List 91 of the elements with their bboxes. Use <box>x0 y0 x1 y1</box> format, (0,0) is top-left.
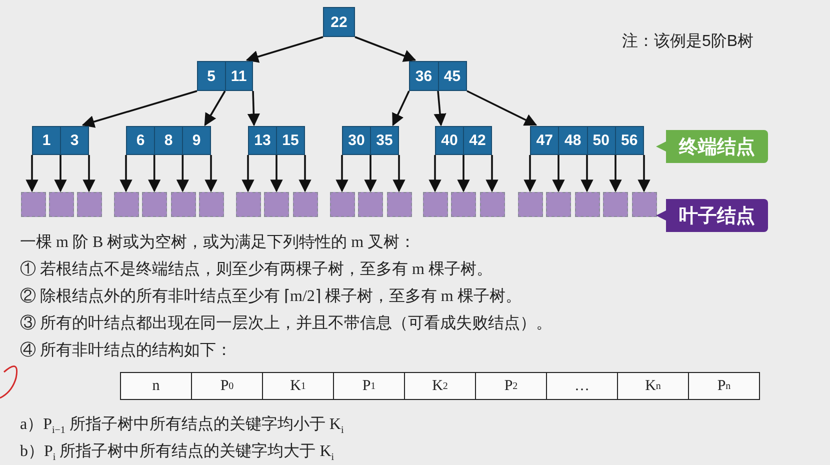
callout-tag: 终端结点 <box>656 130 768 163</box>
arrow <box>434 90 446 126</box>
arrow <box>638 155 650 192</box>
arrow <box>466 90 538 126</box>
table-cell-text: n <box>151 376 161 396</box>
leaf-node-box <box>480 192 505 217</box>
key-cell-text: 5 <box>206 66 216 86</box>
callout-tag: 叶子结点 <box>656 199 768 232</box>
key-cell-text: 40 <box>440 131 459 151</box>
note-text: 注：该例是5阶B树 <box>622 32 754 52</box>
key-cell: 56 <box>614 127 643 154</box>
leaf-node-box <box>142 192 167 217</box>
key-cell-text: 6 <box>135 131 146 151</box>
arrow <box>486 155 498 192</box>
paragraph-text: a）P$_{i−1}$ 所指子树中所有结点的关键字均小于 K$_{i}$ <box>20 414 344 436</box>
leaf-node-box <box>546 192 571 217</box>
arrow <box>428 155 442 192</box>
arrow <box>54 155 67 192</box>
key-cell: 9 <box>182 127 210 154</box>
arrow <box>364 155 377 192</box>
btree-node <box>530 126 644 155</box>
key-cell-text: 1 <box>41 131 52 151</box>
key-cell-text: 47 <box>535 131 554 151</box>
leaf-node-box <box>21 192 46 217</box>
arrow <box>120 155 132 192</box>
arrow <box>82 90 198 128</box>
paragraph-text: ② 除根结点外的所有非叶结点至少有 ⌈m/2⌉ 棵子树，至多有 m 棵子树。 <box>20 286 522 307</box>
btree-node <box>342 126 399 155</box>
leaf-node-box <box>49 192 74 217</box>
key-cell: 45 <box>438 62 466 90</box>
leaf-node-box <box>387 192 412 217</box>
btree-node <box>197 61 253 91</box>
leaf-node-box <box>114 192 139 217</box>
arrow <box>204 90 226 126</box>
leaf-node-box <box>358 192 383 217</box>
arrow <box>246 36 324 63</box>
btree-node <box>435 126 492 155</box>
arrow <box>457 155 470 192</box>
key-cell-text: 36 <box>414 66 434 86</box>
leaf-node-box <box>518 192 543 217</box>
leaf-node-box <box>293 192 318 217</box>
arrow <box>148 155 161 192</box>
arrow <box>609 155 622 192</box>
leaf-node-box <box>199 192 224 217</box>
leaf-node-box <box>236 192 261 217</box>
arrow <box>270 155 283 192</box>
btree-node <box>323 7 355 37</box>
leaf-node-box <box>423 192 448 217</box>
arrow <box>336 155 348 192</box>
key-cell: 3 <box>60 127 88 154</box>
arrow <box>176 155 189 192</box>
arrow <box>392 90 410 126</box>
arrow <box>82 155 96 192</box>
arrow <box>204 155 218 192</box>
arrow <box>247 90 260 126</box>
leaf-node-box <box>330 192 355 217</box>
key-cell-text: 13 <box>253 131 272 151</box>
arrow <box>524 155 536 192</box>
table-cell: … <box>546 373 617 399</box>
leaf-node-box <box>77 192 102 217</box>
leaf-node-box <box>264 192 289 217</box>
paragraph-text: 一棵 m 阶 B 树或为空树，或为满足下列特性的 m 叉树： <box>20 232 416 253</box>
key-cell-text: 30 <box>347 131 366 151</box>
paragraph-text: ④ 所有非叶结点的结构如下： <box>20 340 232 361</box>
key-cell: 48 <box>558 127 586 154</box>
leaf-node-box <box>451 192 476 217</box>
key-cell-text: 22 <box>330 12 348 32</box>
key-cell: 50 <box>586 127 615 154</box>
arrow <box>354 36 416 62</box>
key-cell: 42 <box>463 127 491 154</box>
paragraph-text: ③ 所有的叶结点都出现在同一层次上，并且不带信息（可看成失败结点）。 <box>20 314 552 334</box>
arrow <box>580 155 594 192</box>
key-cell: 8 <box>154 127 182 154</box>
btree-node <box>32 126 89 155</box>
leaf-node-box <box>632 192 657 217</box>
arrow <box>392 155 406 192</box>
paragraph-text: b）P$_{i}$ 所指子树中所有结点的关键字均大于 K$_{i}$ <box>20 442 334 464</box>
btree-node <box>248 126 305 155</box>
key-cell: 11 <box>224 62 252 90</box>
leaf-node-box <box>575 192 600 217</box>
key-cell: 15 <box>276 127 304 154</box>
leaf-node-box <box>171 192 196 217</box>
arrow <box>552 155 565 192</box>
arrow <box>242 155 254 192</box>
arrow <box>26 155 38 192</box>
btree-node <box>409 61 467 91</box>
arrow <box>298 155 312 192</box>
btree-node <box>126 126 211 155</box>
paragraph-text: ① 若根结点不是终端结点，则至少有两棵子树，至多有 m 棵子树。 <box>20 260 492 280</box>
key-cell: 35 <box>370 127 398 154</box>
leaf-node-box <box>603 192 628 217</box>
